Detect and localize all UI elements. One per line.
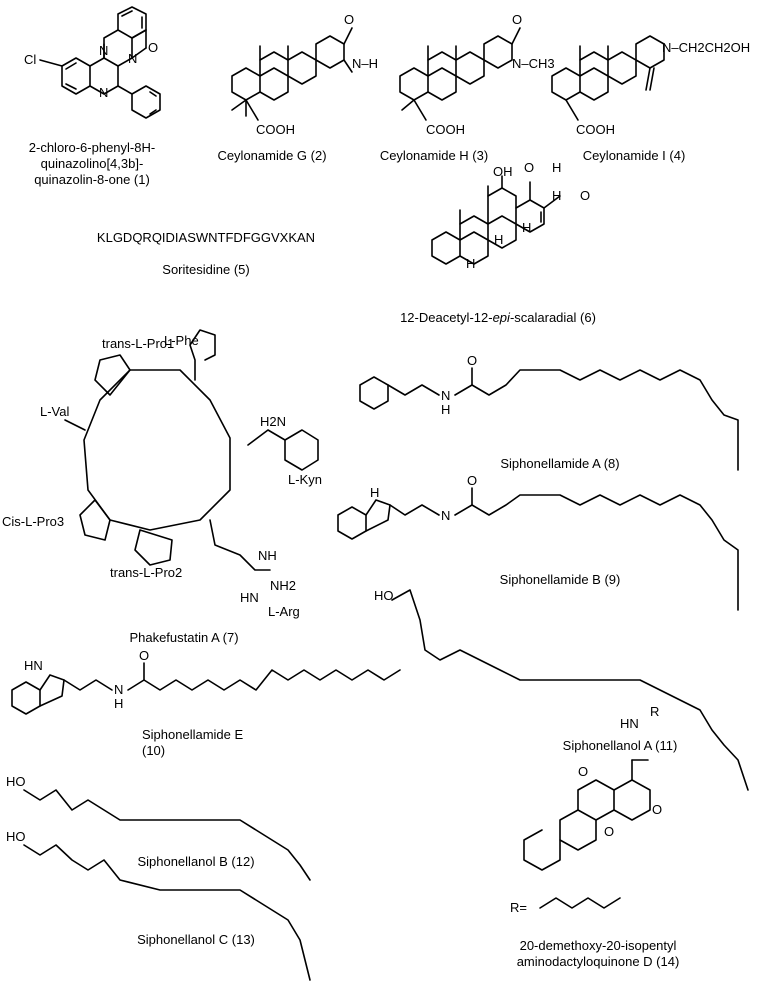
compound-9-name: Siphonellamide B (9) [500, 572, 621, 587]
residue-label: trans-L-Pro2 [110, 565, 182, 580]
oxygen-label: O [512, 12, 522, 27]
residue-label: L-Arg [268, 604, 300, 619]
quinone-oxygen-label: O [652, 802, 662, 817]
quinone-oxygen-label: O [578, 764, 588, 779]
residue-label: Cis-L-Pro3 [2, 514, 64, 529]
n-atom-label: N [99, 85, 108, 100]
n-atom-label: N [99, 43, 108, 58]
amine-label: H2N [260, 414, 286, 429]
aldehyde-oxygen-label: O [524, 160, 534, 175]
amine-label: NH2 [270, 578, 296, 593]
n-hydroxyethyl-label: N–CH2CH2OH [662, 40, 750, 55]
r-group-definition-label: R= [510, 900, 527, 915]
compound-12-name: Siphonellanol B (12) [137, 854, 254, 869]
compound-9-structure: H N O [337, 473, 739, 611]
compound-10-name-line: (10) [142, 743, 165, 758]
hydroxyl-label: HO [6, 774, 26, 789]
cooh-label: COOH [426, 122, 465, 137]
compound-6-name: 12-Deacetyl-12-epi-scalaradial (6) [400, 310, 596, 325]
h-atom-label: H [466, 256, 475, 271]
compound-4-name: Ceylonamide I (4) [583, 148, 686, 163]
aldehyde-oxygen-label: O [580, 188, 590, 203]
residue-label: L-Phe [164, 333, 199, 348]
indole-nh-label: HN [24, 658, 43, 673]
compound-10-name-line: Siphonellamide E [142, 727, 244, 742]
cooh-label: COOH [576, 122, 615, 137]
n-methyl-label: N–CH3 [512, 56, 555, 71]
compound-1-name-line: quinazolino[4,3b]- [41, 156, 144, 171]
residue-label: L-Kyn [288, 472, 322, 487]
compound-8-structure: O N H [359, 353, 739, 471]
compound-7-structure: L-Phe trans-L-Pro1 L-Val L-Kyn Cis-L-Pro… [2, 329, 322, 619]
compound-13-structure: HO [6, 829, 311, 981]
compound-1-name-line: 2-chloro-6-phenyl-8H- [29, 140, 155, 155]
compound-11-structure: HO [374, 588, 749, 791]
amide-n-label: N [441, 508, 450, 523]
compound-13-name: Siphonellanol C (13) [137, 932, 255, 947]
compound-2-structure: O N–H COOH [231, 12, 378, 137]
compound-14-name-line: 20-demethoxy-20-isopentyl [520, 938, 677, 953]
cooh-label: COOH [256, 122, 295, 137]
carbonyl-oxygen-label: O [467, 353, 477, 368]
h-atom-label: H [494, 232, 503, 247]
r-group-label: R [650, 704, 659, 719]
amide-h-label: H [441, 402, 450, 417]
compound-5-name: Soritesidine (5) [162, 262, 249, 277]
amide-nh-label: N–H [352, 56, 378, 71]
compound-10-structure: HN N H O [11, 648, 401, 715]
n-atom-label: N [128, 51, 137, 66]
amide-n-label: N [114, 682, 123, 697]
hydroxyl-label: HO [374, 588, 394, 603]
hydroxyl-label: OH [493, 164, 513, 179]
residue-label: trans-L-Pro1 [102, 336, 174, 351]
chlorine-label: Cl [24, 52, 36, 67]
hydroxyl-label: HO [6, 829, 26, 844]
compound-12-structure: HO [6, 774, 311, 881]
oxygen-label: O [344, 12, 354, 27]
amide-h-label: H [114, 696, 123, 711]
indole-nh-label: H [370, 485, 379, 500]
compound-7-name: Phakefustatin A (7) [129, 630, 238, 645]
soritesidine-sequence: KLGDQRQIDIASWNTFDFGGVXKAN [97, 230, 315, 245]
compound-14-structure: HN R O O O R= [510, 704, 662, 915]
ether-oxygen-label: O [604, 824, 614, 839]
compound-1-name-line: quinazolin-8-one (1) [34, 172, 150, 187]
compound-14-name-line: aminodactyloquinone D (14) [517, 954, 680, 969]
compound-4-structure: N–CH2CH2OH COOH [551, 35, 750, 137]
compound-3-name: Ceylonamide H (3) [380, 148, 488, 163]
compound-8-name: Siphonellamide A (8) [500, 456, 619, 471]
carbonyl-oxygen-label: O [139, 648, 149, 663]
nh-label: NH [258, 548, 277, 563]
compound-3-structure: O N–CH3 COOH [399, 12, 555, 137]
compound-2-name: Ceylonamide G (2) [217, 148, 326, 163]
carbonyl-oxygen-label: O [467, 473, 477, 488]
residue-label: L-Val [40, 404, 69, 419]
compound-1-structure: Cl N N N O [24, 6, 161, 119]
compound-11-name: Siphonellanol A (11) [563, 738, 678, 753]
amide-n-label: N [441, 388, 450, 403]
amine-label: HN [620, 716, 639, 731]
h-atom-label: H [522, 220, 531, 235]
imine-label: HN [240, 590, 259, 605]
oxygen-label: O [148, 40, 158, 55]
aldehyde-h-label: H [552, 188, 561, 203]
aldehyde-h-label: H [552, 160, 561, 175]
compound-6-structure: OH O H O H H H H [431, 160, 590, 271]
